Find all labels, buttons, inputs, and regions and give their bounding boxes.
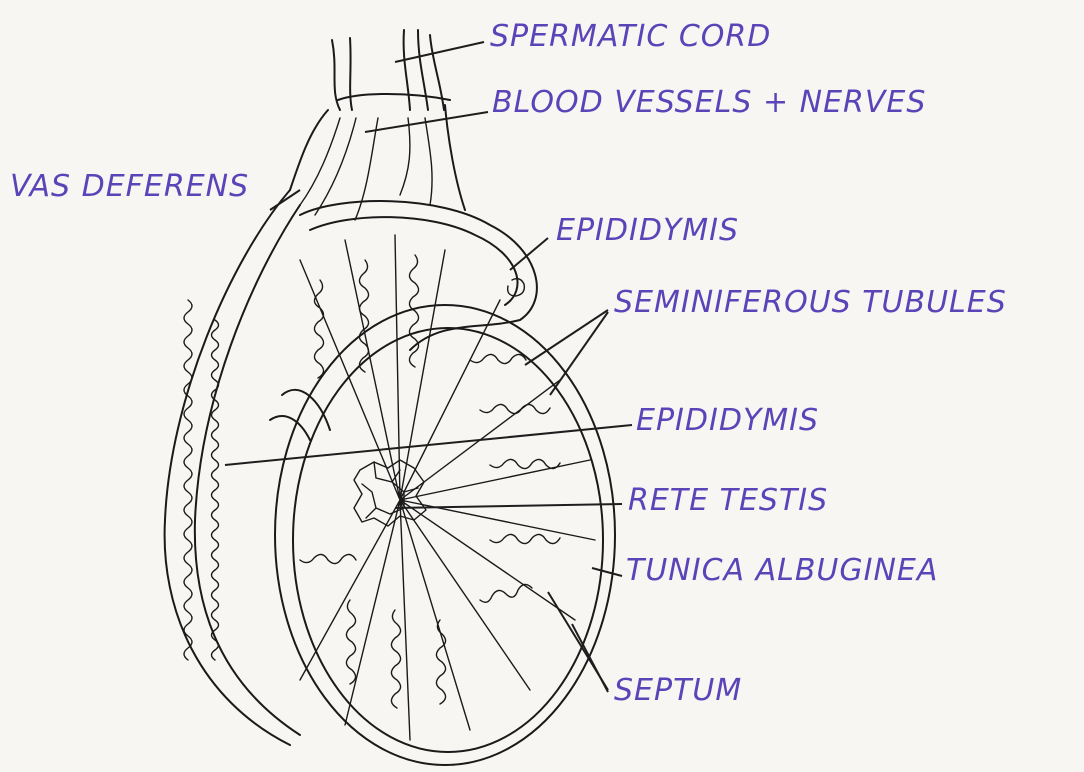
label-rete-testis: RETE TESTIS: [628, 483, 828, 518]
epididymis-head-drawing: [300, 201, 537, 350]
lobules-drawing: [300, 235, 595, 740]
label-spermatic-cord: SPERMATIC CORD: [490, 19, 771, 54]
leader-seminiferous-a: [525, 310, 608, 365]
leader-epididymis-middle: [225, 425, 632, 465]
leader-vas-deferens: [270, 190, 300, 210]
leader-tunica-albuginea: [592, 568, 622, 576]
label-epididymis-middle: EPIDIDYMIS: [636, 403, 819, 438]
leader-seminiferous-b: [550, 312, 608, 395]
rete-testis-drawing: [354, 460, 426, 526]
label-septum: SEPTUM: [614, 673, 742, 708]
label-vas-deferens: VAS DEFERENS: [10, 169, 249, 204]
label-tunica-albuginea: TUNICA ALBUGINEA: [626, 553, 938, 588]
label-seminiferous-tubules: SEMINIFEROUS TUBULES: [614, 285, 1007, 320]
spermatic-cord-drawing: [290, 30, 465, 220]
label-epididymis-upper: EPIDIDYMIS: [556, 213, 739, 248]
leader-spermatic-cord: [395, 42, 484, 62]
label-blood-vessels: BLOOD VESSELS + NERVES: [492, 85, 926, 120]
